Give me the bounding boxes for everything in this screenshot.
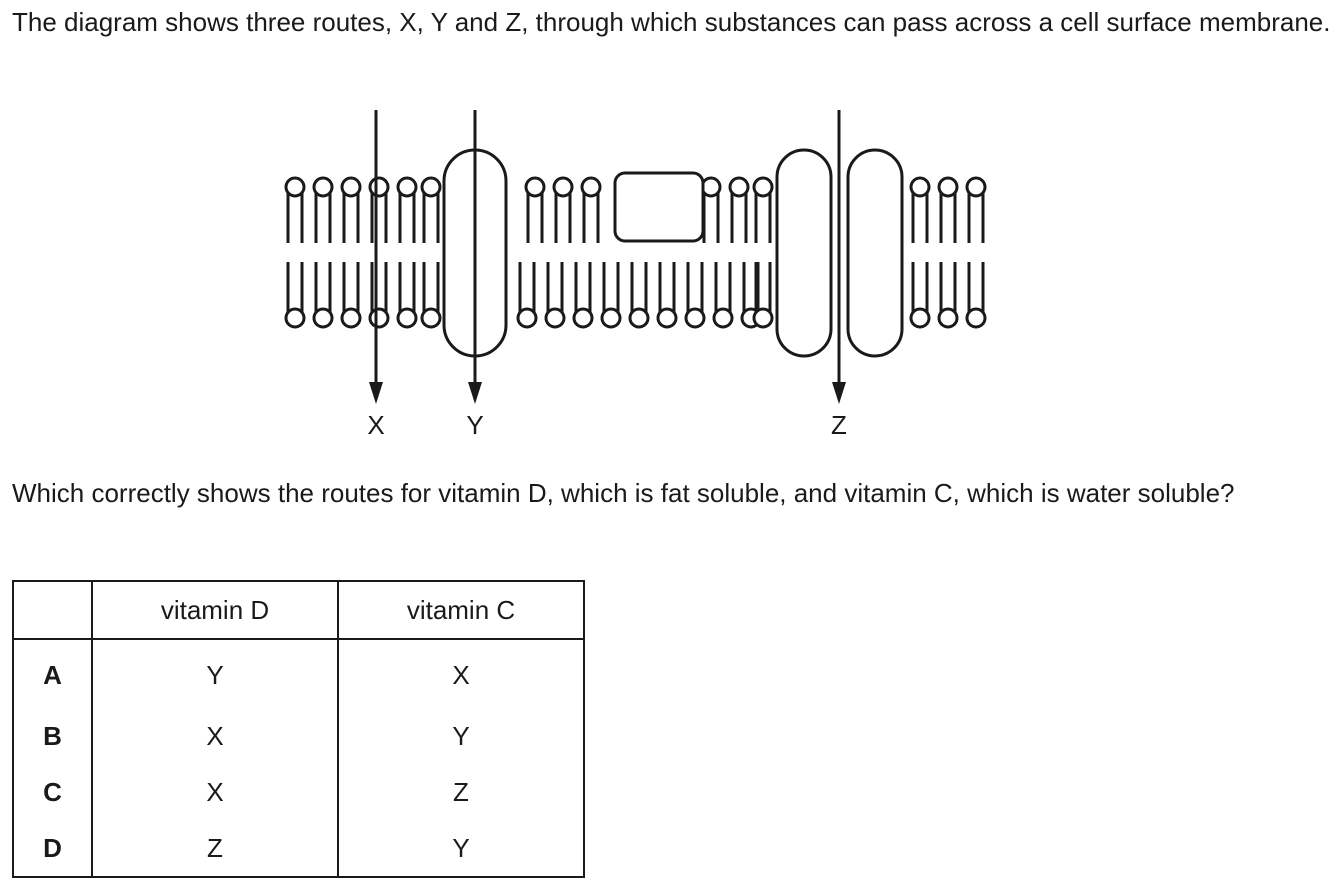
phospholipid xyxy=(396,176,418,243)
phospholipid xyxy=(628,262,650,329)
table-header-key xyxy=(12,580,93,640)
phospholipid xyxy=(524,176,546,243)
table-row: B X Y xyxy=(12,708,585,764)
phospholipid xyxy=(368,176,390,243)
option-vitamin-d: Y xyxy=(91,638,339,708)
phospholipid xyxy=(340,176,362,243)
phospholipid xyxy=(420,176,442,243)
phospholipid xyxy=(965,176,987,243)
membrane-diagram: X Y Z xyxy=(284,110,987,440)
route-x-label: X xyxy=(367,410,384,440)
phospholipid xyxy=(712,262,734,329)
option-vitamin-c: X xyxy=(337,638,585,708)
phospholipid xyxy=(752,176,774,243)
channel-protein-z-right xyxy=(846,148,904,358)
phospholipid xyxy=(284,262,306,329)
phospholipid-bilayer xyxy=(284,176,987,329)
phospholipid xyxy=(728,176,750,243)
phospholipid xyxy=(684,262,706,329)
route-y-arrowhead xyxy=(468,382,482,404)
phospholipid xyxy=(572,262,594,329)
phospholipid xyxy=(580,176,602,243)
phospholipid xyxy=(544,262,566,329)
carrier-protein-surface xyxy=(613,171,705,243)
question-prompt: Which correctly shows the routes for vit… xyxy=(12,478,1235,508)
table-header-vitamin-c: vitamin C xyxy=(337,580,585,640)
phospholipid xyxy=(909,176,931,243)
phospholipid xyxy=(656,262,678,329)
option-vitamin-d: X xyxy=(91,708,339,764)
channel-protein-z-left xyxy=(775,148,833,358)
phospholipid xyxy=(937,176,959,243)
phospholipid xyxy=(937,262,959,329)
phospholipid xyxy=(965,262,987,329)
option-vitamin-c: Y xyxy=(337,708,585,764)
table-row: D Z Y xyxy=(12,820,585,878)
phospholipid xyxy=(700,176,722,243)
route-z-arrowhead xyxy=(832,382,846,404)
phospholipid xyxy=(600,262,622,329)
option-key: C xyxy=(12,764,93,820)
route-x-arrowhead xyxy=(369,382,383,404)
phospholipid xyxy=(368,262,390,329)
table-header-vitamin-d: vitamin D xyxy=(91,580,339,640)
phospholipid xyxy=(420,262,442,329)
phospholipid xyxy=(552,176,574,243)
option-key: A xyxy=(12,638,93,708)
table-row: A Y X xyxy=(12,638,585,708)
route-z-label: Z xyxy=(831,410,847,440)
option-key: D xyxy=(12,820,93,878)
phospholipid xyxy=(312,176,334,243)
option-vitamin-c: Z xyxy=(337,764,585,820)
phospholipid xyxy=(752,262,774,329)
table-row: C X Z xyxy=(12,764,585,820)
phospholipid xyxy=(909,262,931,329)
question-intro: The diagram shows three routes, X, Y and… xyxy=(12,7,1331,37)
table-header-row: vitamin D vitamin C xyxy=(12,580,585,640)
option-vitamin-d: X xyxy=(91,764,339,820)
phospholipid xyxy=(396,262,418,329)
option-vitamin-c: Y xyxy=(337,820,585,878)
option-key: B xyxy=(12,708,93,764)
route-y-label: Y xyxy=(466,410,483,440)
phospholipid xyxy=(284,176,306,243)
phospholipid xyxy=(340,262,362,329)
phospholipid xyxy=(516,262,538,329)
phospholipid xyxy=(312,262,334,329)
answer-table: vitamin D vitamin C A Y X B X Y C X Z D … xyxy=(12,580,585,878)
option-vitamin-d: Z xyxy=(91,820,339,878)
